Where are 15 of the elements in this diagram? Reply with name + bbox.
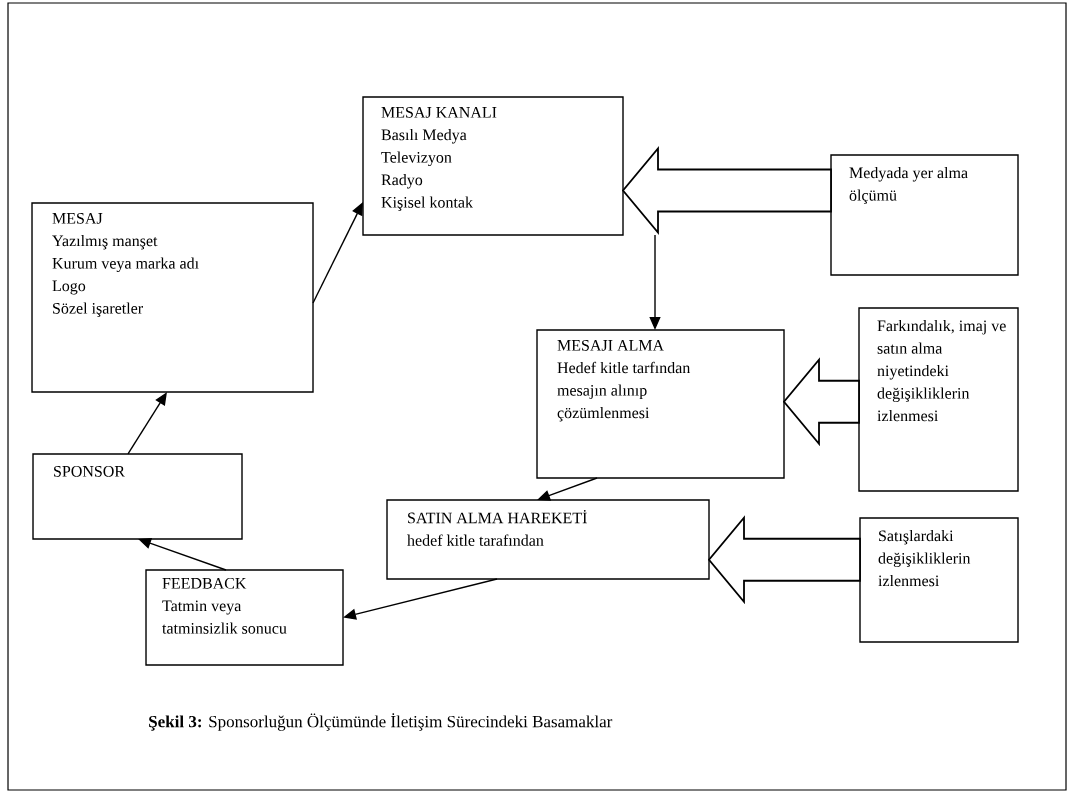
block-arrow: [707, 515, 861, 605]
caption: Şekil 3: Sponsorluğun Ölçümünde İletişim Sürecindeki Basamaklar: [149, 713, 613, 731]
arrow: [312, 202, 363, 304]
block-arrow: [621, 146, 832, 235]
text-box: MESAJ Yazılmış manşet Kurum veya marka adı Logo Sözel işaretler: [31, 202, 314, 393]
text-box: MESAJ KANALI Basılı Medya Televizyon Radyo Kişisel kontak: [362, 96, 624, 236]
arrow: [127, 392, 167, 455]
text-box: SPONSOR: [32, 453, 243, 540]
text-box: Farkındalık, imaj ve satın alma niyetindeki değişikliklerin izlenmesi: [858, 307, 1019, 492]
text-box: FEEDBACK Tatmin veya tatminsizlik sonucu: [145, 569, 344, 666]
text-box: SATIN ALMA HAREKETİ hedef kitle tarafından: [386, 499, 710, 580]
block-arrow: [782, 357, 860, 447]
text-box: Satışlardaki değişikliklerin izlenmesi: [859, 517, 1019, 643]
text-box: MESAJI ALMA Hedef kitle tarfından mesajın alınıp çözümlenmesi: [536, 329, 785, 479]
text-box: Medyada yer alma ölçümü: [830, 154, 1019, 276]
